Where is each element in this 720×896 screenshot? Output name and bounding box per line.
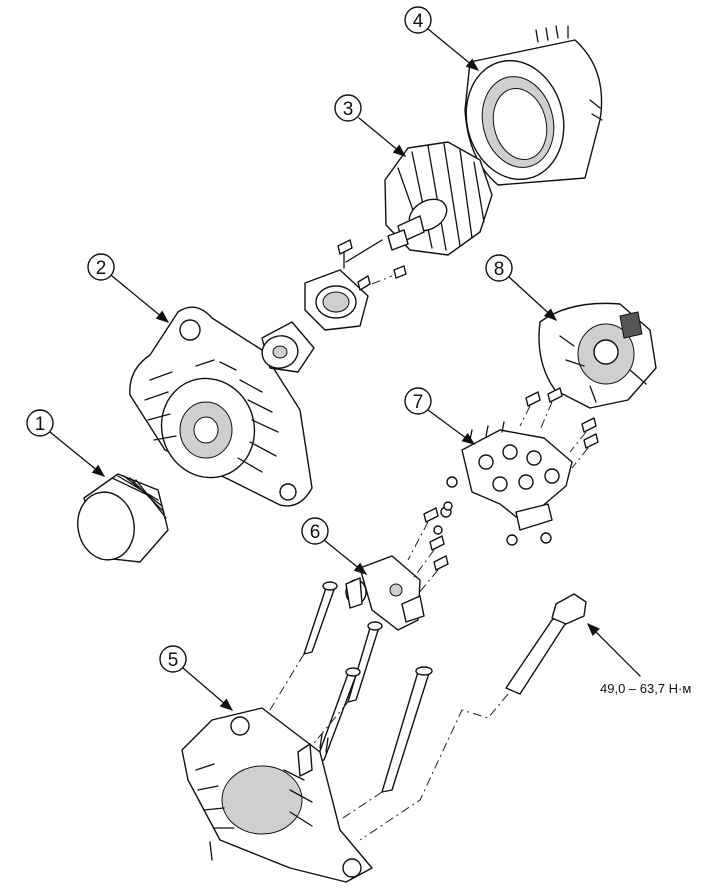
callout-1: 1 bbox=[26, 409, 106, 477]
spacer-collar bbox=[261, 321, 315, 373]
rotor bbox=[345, 141, 493, 263]
through-bolts bbox=[269, 581, 433, 821]
callout-8: 8 bbox=[485, 254, 557, 321]
rectifier bbox=[461, 421, 573, 531]
callout-3: 3 bbox=[334, 94, 407, 157]
callout-5: 5 bbox=[159, 645, 233, 711]
mounting-bolt bbox=[359, 593, 587, 841]
svg-text:3: 3 bbox=[343, 99, 354, 120]
stator bbox=[464, 25, 603, 186]
torque-callout: 49,0 – 63,7 Н·м bbox=[587, 623, 691, 696]
brush-holder bbox=[345, 501, 453, 631]
torque-spec-label: 49,0 – 63,7 Н·м bbox=[600, 681, 691, 696]
svg-text:2: 2 bbox=[96, 258, 107, 279]
svg-text:7: 7 bbox=[413, 392, 424, 413]
rectifier-fasteners bbox=[440, 387, 599, 546]
bearing-retainer bbox=[304, 239, 407, 331]
callout-4: 4 bbox=[404, 6, 480, 71]
svg-text:5: 5 bbox=[168, 650, 179, 671]
front-housing bbox=[129, 306, 313, 507]
svg-text:1: 1 bbox=[35, 414, 46, 435]
rear-housing bbox=[181, 707, 373, 883]
rear-cover bbox=[538, 302, 657, 409]
pulley bbox=[77, 473, 169, 563]
callout-7: 7 bbox=[404, 387, 476, 445]
svg-text:8: 8 bbox=[494, 259, 505, 280]
callout-6: 6 bbox=[301, 517, 368, 575]
svg-text:4: 4 bbox=[413, 11, 424, 32]
svg-text:6: 6 bbox=[310, 522, 321, 543]
callout-2: 2 bbox=[87, 253, 170, 323]
